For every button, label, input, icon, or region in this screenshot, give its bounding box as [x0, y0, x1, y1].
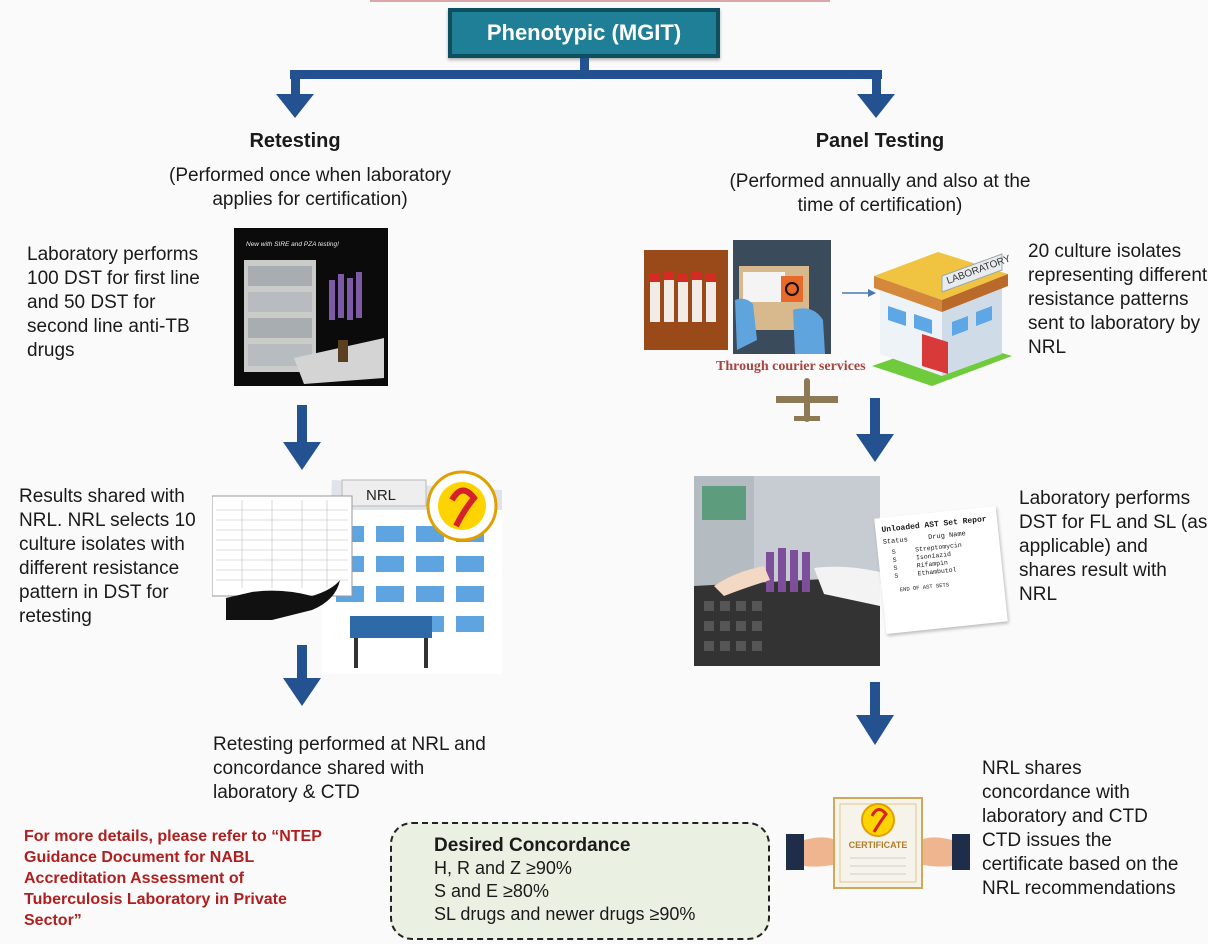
- courier-label: Through courier services: [716, 359, 866, 374]
- laboratory-building-image: LABORATORY: [852, 226, 1020, 388]
- retesting-subtitle: (Performed once when laboratory applies …: [169, 165, 451, 210]
- panel-subtitle: (Performed annually and also at the time…: [729, 171, 1031, 216]
- arrow-down-right-1: [856, 434, 894, 462]
- retesting-title: Retesting: [249, 130, 341, 152]
- airplane-icon: [776, 378, 838, 422]
- arrow-down-left-1: [283, 442, 321, 470]
- certificate-image: CERTIFICATE: [784, 790, 972, 890]
- concordance-title: Desired Concordance: [434, 835, 631, 856]
- concordance-item-se: S and E ≥80%: [434, 881, 549, 901]
- panel-step1-text: 20 culture isolates representing differe…: [1028, 241, 1208, 358]
- retesting-step3-text: Retesting performed at NRL and concordan…: [213, 734, 486, 803]
- arrow-down-right-2: [856, 715, 894, 745]
- top-decor-line: [370, 0, 830, 2]
- arrow-down-panel: [857, 94, 895, 118]
- header-phenotypic-box: Phenotypic (MGIT): [448, 8, 720, 58]
- header-title: Phenotypic (MGIT): [486, 20, 682, 45]
- biohazard-package-image: [733, 240, 831, 354]
- certificate-label: CERTIFICATE: [849, 840, 908, 850]
- arrow-down-left-2: [283, 678, 321, 706]
- retesting-step1-text: Laboratory performs 100 DST for first li…: [27, 244, 200, 361]
- retesting-step2-text: Results shared with NRL. NRL selects 10 …: [19, 486, 196, 627]
- reference-note: For more details, please refer to “NTEP …: [24, 828, 322, 929]
- lab-dst-instrument-image: [694, 476, 880, 666]
- culture-tubes-image: [644, 250, 728, 350]
- concordance-item-sl: SL drugs and newer drugs ≥90%: [434, 904, 696, 924]
- ast-report-sheet: Unloaded AST Set Repor Status Drug Name …: [874, 505, 1008, 635]
- arrow-down-retesting: [276, 94, 314, 118]
- nrl-building-label: NRL: [366, 487, 396, 504]
- mgit-image-caption: New with SIRE and PZA testing!: [246, 241, 339, 248]
- panel-step3-text: NRL shares concordance with laboratory a…: [982, 758, 1179, 899]
- nrl-building-image: NRL: [212, 470, 502, 674]
- mgit-instrument-image: New with SIRE and PZA testing!: [234, 228, 388, 386]
- desired-concordance-box: Desired Concordance H, R and Z ≥90% S an…: [390, 822, 770, 940]
- concordance-item-hrz: H, R and Z ≥90%: [434, 858, 572, 878]
- panel-step2-text: Laboratory performs DST for FL and SL (a…: [1019, 488, 1208, 605]
- panel-title: Panel Testing: [815, 130, 945, 152]
